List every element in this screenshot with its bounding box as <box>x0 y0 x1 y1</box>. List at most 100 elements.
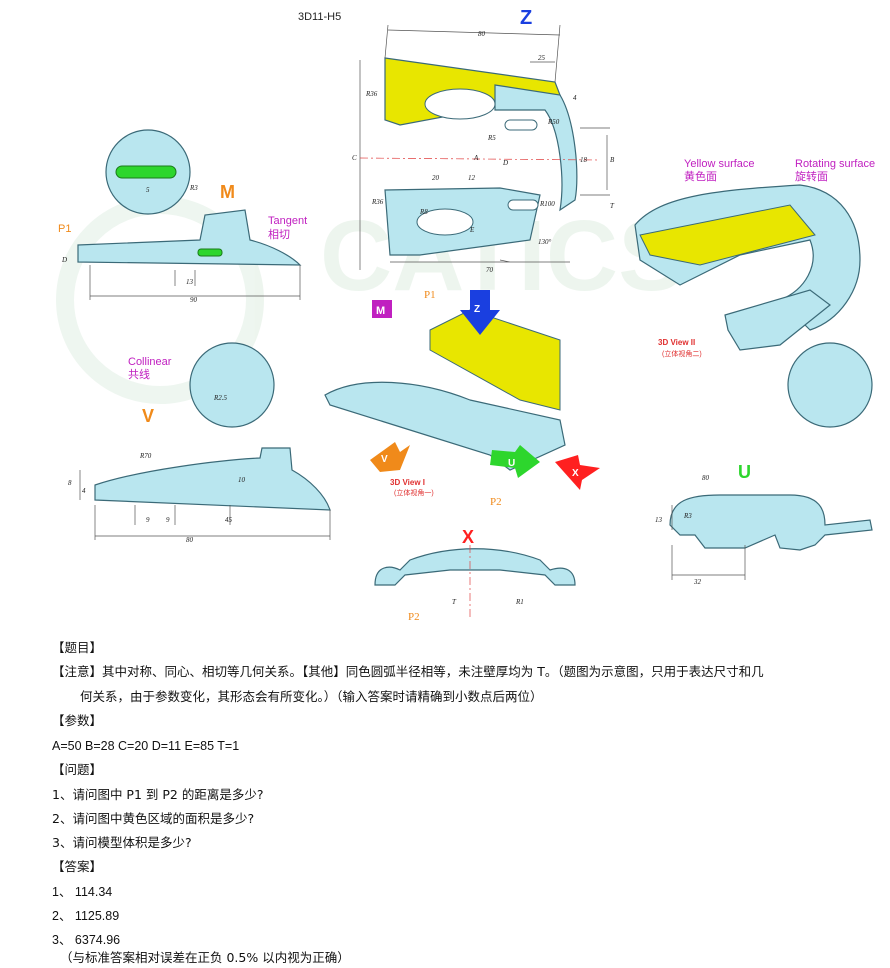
drawing-figure: .part { fill:#b9e6ef; stroke:#3b6a78; st… <box>56 7 875 623</box>
view-v: V Collinear 共线 R2.5 R70 10 8 4 9 9 45 80 <box>68 342 331 544</box>
arrow-u-label: U <box>508 458 515 469</box>
v-collinear-en: Collinear <box>128 356 172 368</box>
arrow-m <box>372 300 392 318</box>
v-dim-80: 80 <box>186 536 194 544</box>
m-p1: P1 <box>58 223 71 235</box>
z-dim-20: 20 <box>432 174 440 182</box>
arrow-z <box>460 290 500 335</box>
m-dim-5: 5 <box>146 186 150 194</box>
z-dim-t: T <box>610 202 615 210</box>
arrow-x-label: X <box>572 468 579 479</box>
z-dim-d: D <box>502 159 508 167</box>
u-dim-13: 13 <box>655 516 663 524</box>
v-dim-10: 10 <box>238 476 246 484</box>
z-dim-12: 12 <box>468 174 476 182</box>
z-dim-r36b: R36 <box>371 198 384 206</box>
z-dim-a: A <box>473 154 479 162</box>
note-line-2: 何关系，由于参数变化，其形态会有所变化。）（输入答案时请精确到小数点后两位） <box>80 689 543 704</box>
m-dim-d: D <box>61 256 67 264</box>
view-3d-two: Yellow surface 黄色面 Rotating surface 旋转面 … <box>634 158 875 428</box>
answers-heading: 【答案】 <box>52 859 103 874</box>
params-values: A=50 B=28 C=20 D=11 E=85 T=1 <box>52 739 240 753</box>
z-lower-hole <box>416 208 474 236</box>
z-dim-r100: R100 <box>539 200 555 208</box>
v-detail-circle <box>189 342 275 428</box>
yellow-cn: 黄色面 <box>684 169 717 183</box>
question-2: 2、请问图中黄色区域的面积是多少? <box>52 811 255 826</box>
z-dim-25: 25 <box>538 54 546 62</box>
z-dim-r50: R50 <box>547 118 560 126</box>
v-dim-r2: R2.5 <box>213 394 228 402</box>
view-v-label: V <box>142 406 154 426</box>
x-p2: P2 <box>408 611 420 623</box>
v-dim-9a: 9 <box>146 516 150 524</box>
x-dim-t: T <box>452 598 457 606</box>
view-3d-one: Z M V U X P1 P2 3D View I (立体视角一) <box>324 289 600 508</box>
z-dim-r36a: R36 <box>365 90 378 98</box>
iso2-detail <box>787 342 873 428</box>
answer-3: 3、 6374.96 <box>52 933 121 947</box>
z-dim-lines <box>359 24 610 270</box>
title-heading: 【题目】 <box>52 640 103 655</box>
footnote: （与标准答案相对误差在正负 0.5% 以内视为正确） <box>60 950 350 965</box>
u-body <box>669 494 873 551</box>
m-dim-90: 90 <box>190 296 198 304</box>
rotating-cn: 旋转面 <box>795 169 828 183</box>
z-upper-hole <box>424 88 496 120</box>
answer-2: 2、 1125.89 <box>52 909 120 923</box>
z-dim-c: C <box>352 154 357 162</box>
m-tangent-en: Tangent <box>268 215 307 227</box>
questions-heading: 【问题】 <box>52 762 103 777</box>
m-body <box>77 209 302 266</box>
view1-cn: (立体视角一) <box>394 488 434 497</box>
z-upper-body <box>494 84 578 212</box>
v-dim-r70: R70 <box>139 452 152 460</box>
v-dim-8: 8 <box>68 479 72 487</box>
v-dim-4: 4 <box>82 487 86 495</box>
view-x: X P2 T R1 <box>374 527 576 623</box>
params-heading: 【参数】 <box>52 713 103 728</box>
view-z-label: Z <box>520 7 532 29</box>
question-1: 1、请问图中 P1 到 P2 的距离是多少? <box>52 787 264 802</box>
view-u-label: U <box>738 462 751 482</box>
note-line-1: 【注意】其中对称、同心、相切等几何关系。【其他】同色圆弧半径相等，未注壁厚均为 … <box>52 664 764 679</box>
v-dim-9b: 9 <box>166 516 170 524</box>
z-upper-slot <box>504 119 538 131</box>
v-dim-45: 45 <box>225 516 233 524</box>
z-dim-80: 80 <box>478 30 486 38</box>
z-dim-r8: R8 <box>419 208 428 216</box>
v-collinear-cn: 共线 <box>128 367 150 381</box>
arrow-v-label: V <box>381 454 388 465</box>
iso-p1: P1 <box>424 289 436 301</box>
view-m: M 5 R3 P1 Tangent 相切 D 13 90 <box>58 129 307 304</box>
iso-p2: P2 <box>490 496 502 508</box>
iso2-lower <box>724 289 831 351</box>
answer-1: 1、 114.34 <box>52 885 113 899</box>
view1-en: 3D View I <box>390 478 425 487</box>
m-dim-r3: R3 <box>189 184 198 192</box>
m-tangent-cn: 相切 <box>268 228 290 241</box>
view2-cn: (立体视角二) <box>662 349 702 358</box>
z-dim-18: 18 <box>580 156 588 164</box>
arrow-v <box>370 442 410 472</box>
z-dim-130: 130° <box>538 238 552 246</box>
z-dim-70: 70 <box>486 266 494 274</box>
z-dim-b: B <box>610 156 615 164</box>
iso2-yellow <box>639 204 816 266</box>
view2-en: 3D View II <box>658 338 695 347</box>
z-dim-e: E <box>469 226 475 234</box>
arrow-m-label: M <box>376 305 385 317</box>
u-dim-32: 32 <box>693 578 702 586</box>
z-lower-slot <box>507 199 539 211</box>
arrow-x <box>555 455 600 490</box>
v-body <box>94 447 331 511</box>
view-x-label: X <box>462 527 474 547</box>
z-dim-4: 4 <box>573 94 577 102</box>
u-dim-r3: R3 <box>683 512 692 520</box>
view-z: Z 80 25 4 R36 R50 R5 A 18 B C D 20 12 R3… <box>352 7 615 274</box>
x-dim-r1: R1 <box>515 598 524 606</box>
model-code: 3D11-H5 <box>298 11 341 23</box>
arrow-z-label: Z <box>474 304 480 315</box>
x-body <box>374 548 576 586</box>
u-dim-80: 80 <box>702 474 710 482</box>
